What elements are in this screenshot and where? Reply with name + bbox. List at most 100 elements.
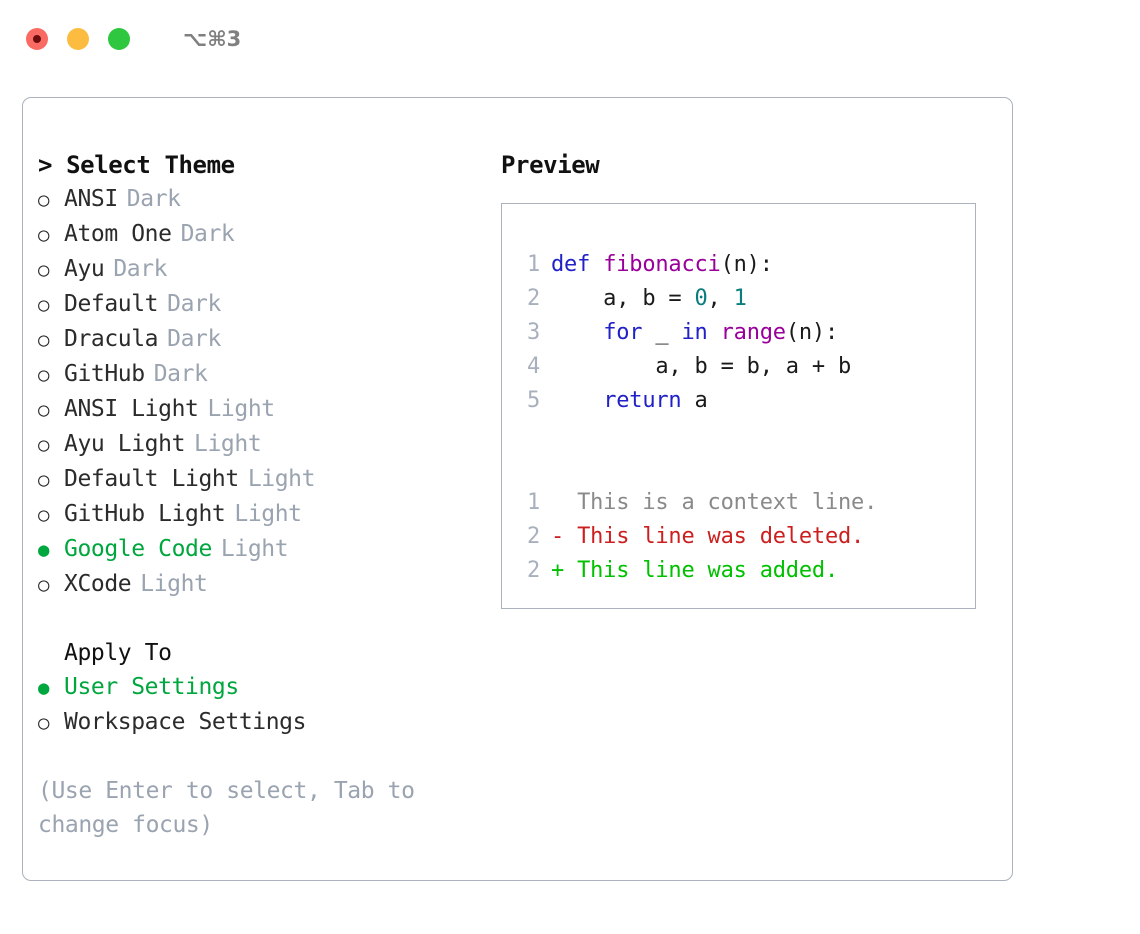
code-line: 5 return a — [502, 384, 975, 418]
theme-option-tag: Light — [194, 431, 262, 457]
radio-icon: ○ — [38, 712, 50, 734]
code-token-function: fibonacci — [603, 252, 721, 277]
theme-option-tag: Light — [140, 571, 208, 597]
code-token-plain: , — [707, 286, 734, 311]
diff-content: This is a context line. — [551, 490, 878, 515]
diff-content: - This line was deleted. — [551, 524, 865, 549]
radio-icon: ○ — [38, 259, 50, 281]
diff-line-context: 1 This is a context line. — [502, 486, 975, 520]
theme-option-list: ○ ANSI Dark ○ Atom One Dark ○ Ayu Dark — [38, 182, 488, 602]
radio-icon-selected: ● — [38, 539, 50, 561]
window-controls — [26, 28, 130, 50]
theme-option-label: ANSI Light — [64, 396, 199, 422]
line-number: 1 — [526, 490, 540, 515]
radio-icon: ○ — [38, 364, 50, 386]
theme-option-atom-one-dark[interactable]: ○ Atom One Dark — [38, 217, 488, 252]
code-content: a, b = 0, 1 — [551, 282, 747, 316]
diff-line-deleted: 2 - This line was deleted. — [502, 520, 975, 554]
code-line: 1 def fibonacci(n): — [502, 248, 975, 282]
radio-icon: ○ — [38, 294, 50, 316]
code-blank-line — [502, 418, 975, 452]
code-line: 2 a, b = 0, 1 — [502, 282, 975, 316]
minimize-button[interactable] — [67, 28, 89, 50]
theme-option-tag: Dark — [113, 256, 168, 282]
theme-option-ayu-light[interactable]: ○ Ayu Light Light — [38, 427, 488, 462]
apply-to-option-label: User Settings — [64, 674, 239, 700]
theme-option-label: Dracula — [64, 326, 159, 352]
theme-option-label: GitHub — [64, 361, 145, 387]
theme-option-label: ANSI — [64, 186, 118, 212]
theme-option-github-light[interactable]: ○ GitHub Light Light — [38, 497, 488, 532]
maximize-button[interactable] — [108, 28, 130, 50]
radio-icon: ○ — [38, 189, 50, 211]
code-token-keyword: for — [603, 320, 643, 345]
theme-option-tag: Dark — [167, 326, 221, 352]
code-token-plain — [708, 320, 721, 345]
theme-picker-panel: > Select Theme ○ ANSI Dark ○ Atom One Da… — [22, 97, 1013, 881]
code-token-plain — [590, 252, 603, 277]
theme-option-label: Google Code — [64, 536, 212, 562]
code-blank-line — [502, 452, 975, 486]
code-preview-box: 1 def fibonacci(n): 2 a, b = 0, 1 3 for … — [501, 203, 976, 609]
theme-option-tag: Dark — [153, 361, 208, 387]
radio-icon-selected: ● — [38, 677, 50, 699]
keyboard-hint-text: (Use Enter to select, Tab to change focu… — [38, 778, 415, 838]
line-number: 4 — [526, 354, 540, 379]
code-content: a, b = b, a + b — [551, 350, 851, 384]
theme-option-xcode[interactable]: ○ XCode Light — [38, 567, 488, 602]
line-number: 2 — [526, 286, 540, 311]
line-number: 1 — [526, 252, 540, 277]
code-token-plain: a — [681, 388, 708, 413]
code-line: 3 for _ in range(n): — [502, 316, 975, 350]
close-button[interactable] — [26, 28, 48, 50]
theme-option-ansi-dark[interactable]: ○ ANSI Dark — [38, 182, 488, 217]
theme-option-google-code[interactable]: ● Google Code Light — [38, 532, 488, 567]
theme-option-tag: Light — [234, 501, 302, 527]
theme-option-default-dark[interactable]: ○ Default Dark — [38, 287, 488, 322]
theme-option-ayu-dark[interactable]: ○ Ayu Dark — [38, 252, 488, 287]
code-token-plain: (n): — [785, 320, 839, 345]
title-bar: ⌥⌘3 — [0, 0, 1140, 78]
code-token-function: range — [720, 320, 786, 345]
code-line: 4 a, b = b, a + b — [502, 350, 975, 384]
apply-to-option-list: ● User Settings ○ Workspace Settings — [38, 670, 488, 740]
theme-option-tag: Light — [207, 396, 275, 422]
radio-icon: ○ — [38, 224, 50, 246]
code-token-keyword: return — [603, 388, 682, 413]
theme-option-label: GitHub Light — [64, 501, 226, 527]
code-token-plain — [551, 320, 603, 345]
theme-selection-column: > Select Theme ○ ANSI Dark ○ Atom One Da… — [38, 148, 488, 842]
apply-to-option-label: Workspace Settings — [64, 709, 307, 735]
apply-to-option-workspace-settings[interactable]: ○ Workspace Settings — [38, 705, 488, 740]
theme-option-tag: Dark — [167, 291, 221, 317]
theme-option-tag: Dark — [126, 186, 181, 212]
code-token-plain: a, b = — [551, 286, 695, 311]
code-token-plain: (n): — [720, 252, 773, 277]
theme-option-dracula-dark[interactable]: ○ Dracula Dark — [38, 322, 488, 357]
radio-icon: ○ — [38, 469, 50, 491]
theme-option-label: Default — [64, 291, 159, 317]
diff-line-added: 2 + This line was added. — [502, 554, 975, 588]
preview-column: Preview 1 def fibonacci(n): 2 a, b = 0, … — [501, 148, 1001, 609]
line-number: 5 — [526, 388, 540, 413]
code-content: return a — [551, 384, 708, 418]
code-token-keyword: in — [681, 320, 708, 345]
code-token-number: 0 — [694, 286, 708, 311]
radio-icon: ○ — [38, 434, 50, 456]
theme-option-label: Ayu — [64, 256, 105, 282]
apply-to-option-user-settings[interactable]: ● User Settings — [38, 670, 488, 705]
keyboard-shortcut-label: ⌥⌘3 — [183, 27, 242, 51]
theme-option-tag: Light — [247, 466, 316, 492]
code-token-plain: _ — [642, 320, 682, 345]
radio-icon: ○ — [38, 574, 50, 596]
line-number: 2 — [526, 558, 540, 583]
code-content: def fibonacci(n): — [551, 248, 773, 282]
code-token-plain: a, b = b, a + b — [551, 354, 852, 379]
theme-option-github-dark[interactable]: ○ GitHub Dark — [38, 357, 488, 392]
theme-option-label: Default Light — [64, 466, 239, 492]
theme-option-ansi-light[interactable]: ○ ANSI Light Light — [38, 392, 488, 427]
line-number: 2 — [526, 524, 540, 549]
theme-option-default-light[interactable]: ○ Default Light Light — [38, 462, 488, 497]
code-content: for _ in range(n): — [551, 316, 838, 350]
